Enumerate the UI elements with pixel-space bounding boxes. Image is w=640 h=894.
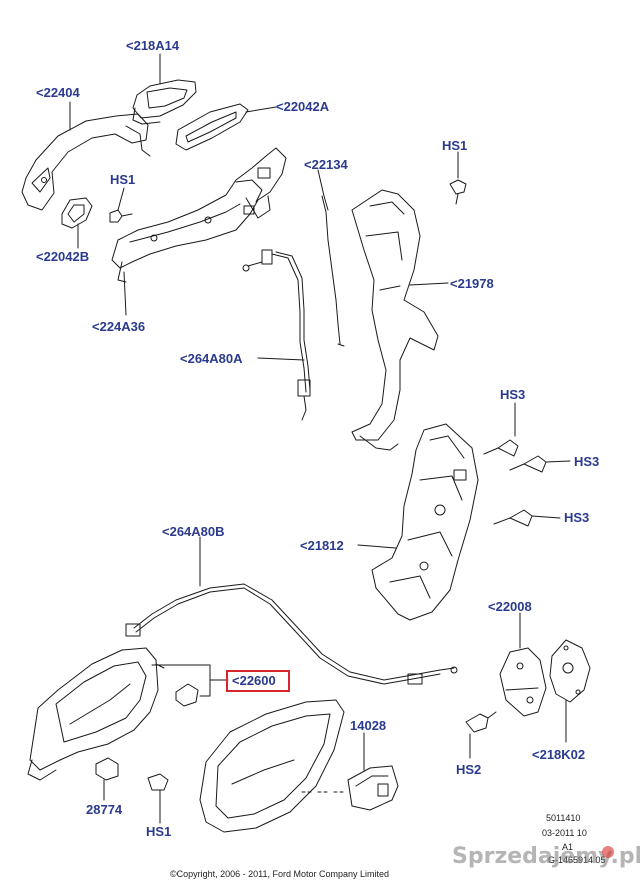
part-28774-clip	[95, 757, 119, 781]
part-22042B-gasket	[61, 197, 93, 229]
ref-line-2: 03-2011 10	[542, 828, 587, 838]
label-22008: <22008	[488, 599, 532, 614]
part-22008-bracket	[499, 647, 547, 717]
label-21978: <21978	[450, 276, 494, 291]
ref-line-1: 5011410	[546, 813, 581, 823]
ref-line-3: A1	[562, 842, 574, 852]
part-224A36-bracket	[111, 147, 287, 283]
label-HS1-right: HS1	[442, 138, 468, 153]
label-HS3-b: HS3	[574, 454, 600, 469]
part-22134-rod	[321, 195, 345, 347]
label-22042A: <22042A	[276, 99, 330, 114]
part-14028-switch	[347, 765, 399, 811]
part-21812-door-latch	[371, 423, 479, 621]
label-HS3-a: HS3	[500, 387, 526, 402]
label-264A80B: <264A80B	[162, 524, 225, 539]
copyright-text: ©Copyright, 2006 - 2011, Ford Motor Comp…	[170, 869, 390, 879]
label-28774: 28774	[86, 802, 123, 817]
ref-line-4: G-1465914 05	[548, 855, 606, 865]
label-HS3-c: HS3	[564, 510, 590, 525]
label-14028: 14028	[350, 718, 387, 733]
part-HS3-screw-a	[483, 439, 519, 457]
label-22134: <22134	[304, 157, 348, 172]
watermark-dot-icon	[602, 846, 614, 858]
label-264A80A: <264A80A	[180, 351, 243, 366]
part-HS3-screw-b	[509, 455, 547, 473]
part-218K02-gasket	[549, 639, 591, 703]
label-22404: <22404	[36, 85, 80, 100]
label-22600: <22600	[232, 673, 276, 688]
part-22042A-gasket	[175, 103, 249, 151]
leader-lines	[69, 53, 571, 824]
part-264A80A-cable	[242, 249, 311, 421]
part-218A14-handle-cap	[132, 79, 197, 125]
part-22600-bezel	[199, 699, 345, 833]
label-218A14: <218A14	[126, 38, 180, 53]
part-22600-inner-handle	[27, 647, 199, 781]
part-HS2-screw	[465, 711, 497, 733]
label-HS1-top: HS1	[110, 172, 136, 187]
label-22042B: <22042B	[36, 249, 90, 264]
part-HS1-screw-top-right	[449, 179, 467, 205]
part-HS1-screw-bottom	[147, 773, 169, 791]
highlight-box-22600	[226, 670, 290, 692]
label-218K02: <218K02	[532, 747, 586, 762]
label-HS1-bottom: HS1	[146, 824, 172, 839]
label-224A36: <224A36	[92, 319, 146, 334]
part-22404-outer-handle	[21, 113, 151, 211]
label-21812: <21812	[300, 538, 344, 553]
part-264A80B-cable	[125, 583, 458, 685]
part-HS3-screw-c	[493, 509, 533, 527]
label-HS2: HS2	[456, 762, 482, 777]
watermark: Sprzedajemy.pl	[452, 844, 640, 869]
part-21978-reinforcement	[351, 189, 439, 451]
part-HS1-screw-top-left	[109, 209, 133, 223]
